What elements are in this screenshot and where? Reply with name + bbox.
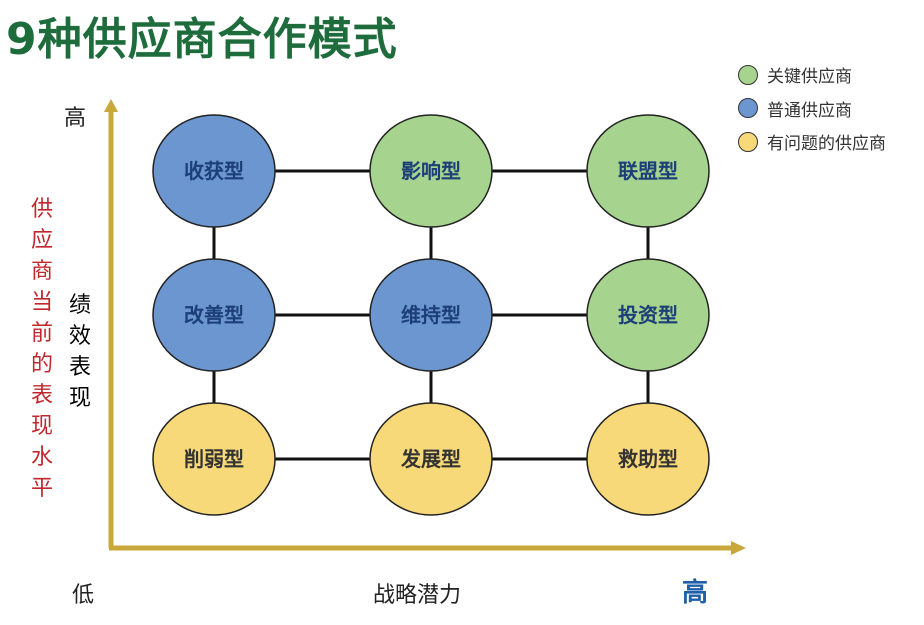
x-axis-arrow-icon xyxy=(731,541,746,555)
supplier-type-node: 改善型 xyxy=(152,258,276,372)
node-label: 收获型 xyxy=(184,159,244,183)
node-circle xyxy=(369,114,493,228)
node-circle xyxy=(152,402,276,516)
legend-label: 普通供应商 xyxy=(767,100,852,121)
node-label: 投资型 xyxy=(618,303,678,327)
legend-item-key: 关键供应商 xyxy=(738,58,886,92)
x-axis-low-label: 低 xyxy=(72,583,95,608)
supplier-type-node: 联盟型 xyxy=(586,114,710,228)
node-circle xyxy=(586,258,710,372)
x-axis-high-label: 高 xyxy=(682,578,709,608)
y-axis-arrow-icon xyxy=(104,99,118,112)
legend-label: 关键供应商 xyxy=(767,67,852,88)
supplier-type-node: 削弱型 xyxy=(152,402,276,516)
legend: 关键供应商 普通供应商 有问题的供应商 xyxy=(738,58,886,159)
node-circle xyxy=(586,114,710,228)
node-label: 救助型 xyxy=(618,447,678,471)
y-axis-description: 供应商当前的表现水平 xyxy=(30,197,53,501)
node-circle xyxy=(152,114,276,228)
legend-item-problem: 有问题的供应商 xyxy=(738,125,886,159)
node-circle xyxy=(369,402,493,516)
page-title: 9种供应商合作模式 xyxy=(6,14,398,65)
node-label: 发展型 xyxy=(400,447,461,471)
supplier-type-node: 救助型 xyxy=(586,402,710,516)
node-label: 影响型 xyxy=(401,159,461,183)
node-label: 改善型 xyxy=(184,303,244,327)
supplier-type-node: 维持型 xyxy=(369,258,493,372)
supplier-type-node: 发展型 xyxy=(369,402,493,516)
node-label: 削弱型 xyxy=(184,447,244,471)
yellow-circle-icon xyxy=(738,131,758,152)
node-circle xyxy=(369,258,493,372)
legend-item-normal: 普通供应商 xyxy=(738,92,886,126)
legend-label: 有问题的供应商 xyxy=(767,134,886,155)
blue-circle-icon xyxy=(738,98,758,119)
supplier-type-node: 影响型 xyxy=(369,114,493,228)
supplier-type-node: 投资型 xyxy=(586,258,710,372)
node-label: 维持型 xyxy=(401,303,461,327)
supplier-type-node: 收获型 xyxy=(152,114,276,228)
x-axis-label: 战略潜力 xyxy=(373,583,462,608)
node-circle xyxy=(152,258,276,372)
green-circle-icon xyxy=(738,64,758,85)
axes xyxy=(104,99,746,555)
y-axis-label: 绩效表现 xyxy=(68,293,91,411)
y-axis-high-label: 高 xyxy=(64,106,87,131)
node-label: 联盟型 xyxy=(618,159,678,183)
node-circle xyxy=(586,402,710,516)
